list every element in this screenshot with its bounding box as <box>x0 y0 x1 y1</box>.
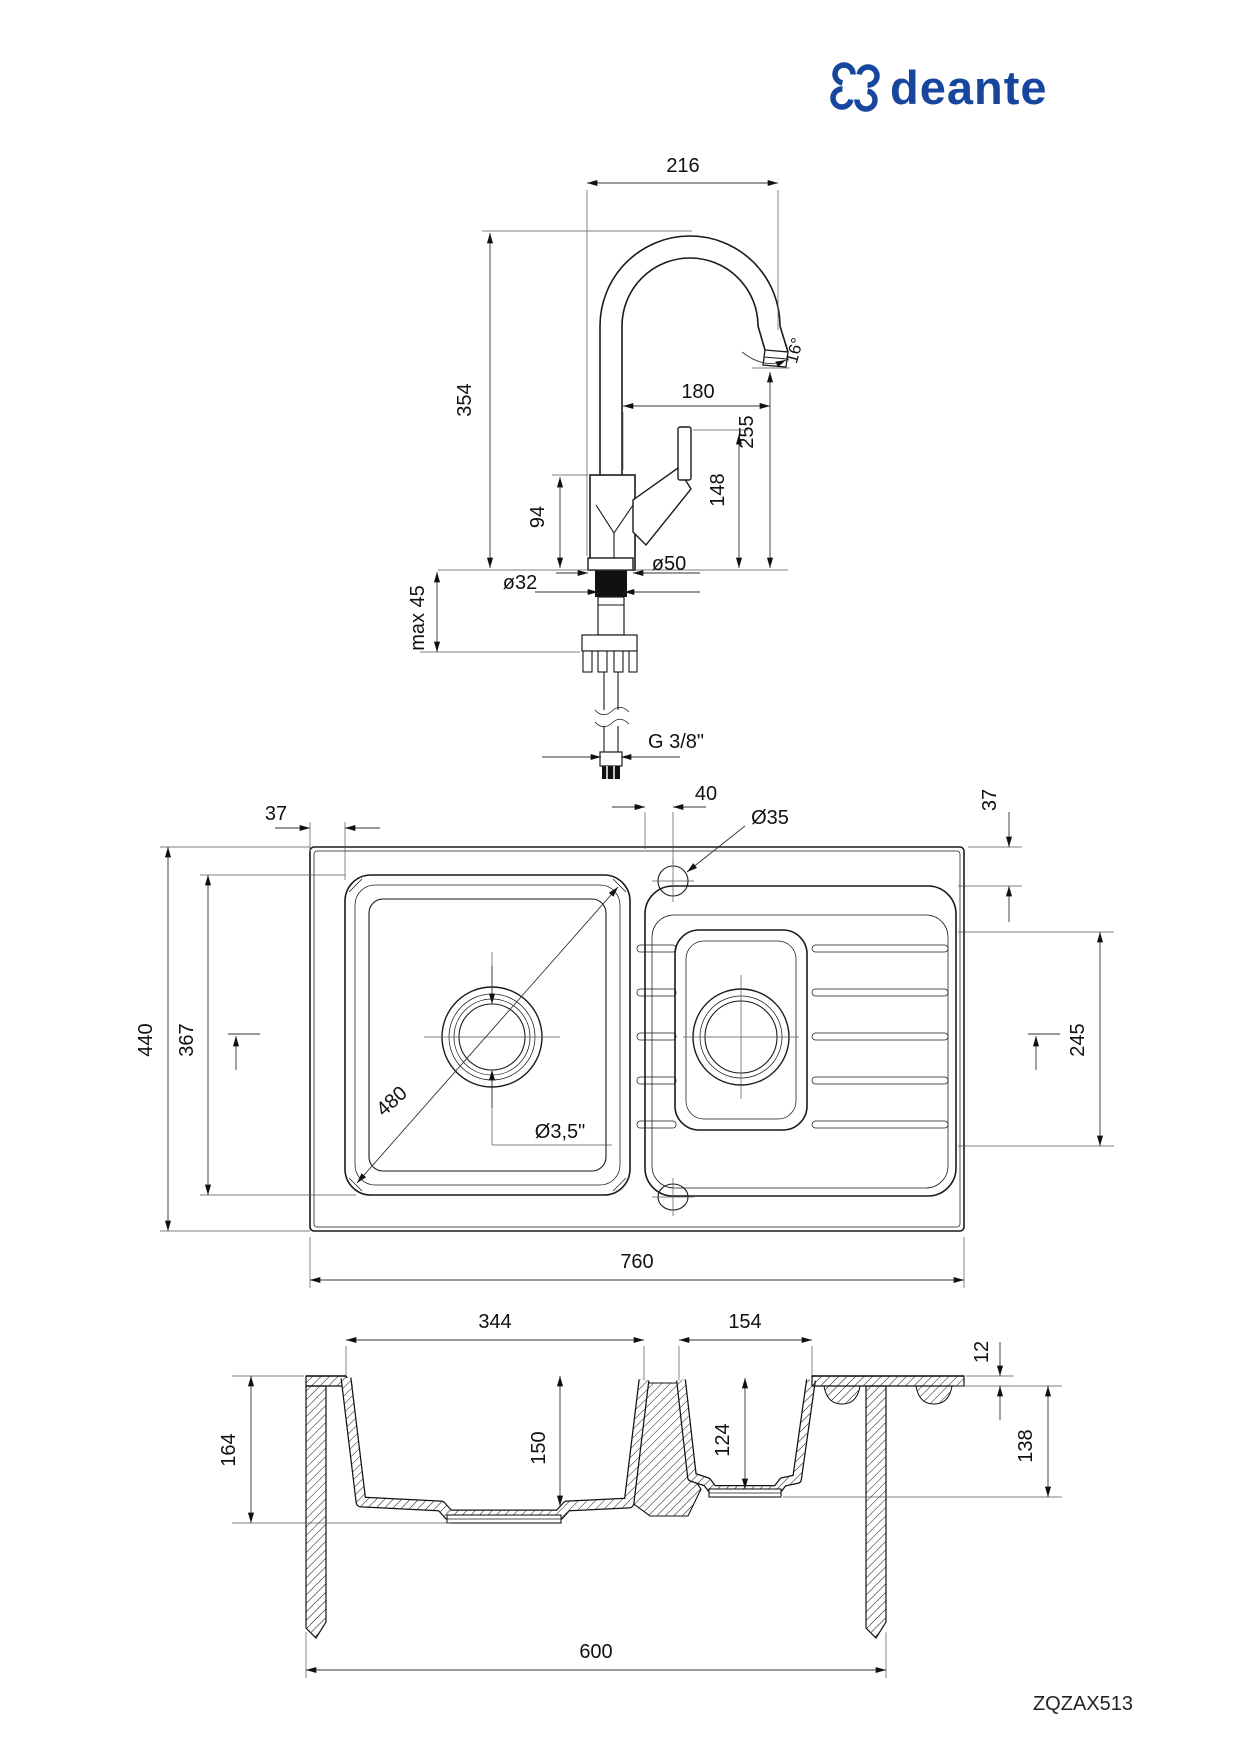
dim-bowl-diagonal: 480 <box>372 1082 412 1121</box>
dim-main-bowl-depth: 150 <box>528 1431 550 1464</box>
tap-hole-bottom <box>652 1178 694 1216</box>
small-bowl-section <box>676 1379 816 1495</box>
faucet-gasket <box>595 570 627 597</box>
center-marker-right <box>1028 1033 1060 1070</box>
spout-angle-arc <box>741 351 787 368</box>
logo-text: deante <box>890 61 1048 114</box>
dim-max-counter-thickness: max 45 <box>407 585 429 651</box>
tap-hole-top <box>652 860 694 902</box>
dim-body-height: 94 <box>527 506 549 528</box>
section-dimensions: 164 150 124 12 138 600 <box>218 1341 1062 1678</box>
dim-overall-width: 760 <box>620 1251 653 1273</box>
dim-under-rim-height: 138 <box>1015 1429 1037 1462</box>
right-wall <box>865 1385 887 1639</box>
small-bowl <box>674 929 808 1131</box>
dim-connection-thread: G 3/8" <box>648 731 704 753</box>
faucet-side-view: 216 354 180 255 148 94 ø50 ø32 m <box>407 155 807 779</box>
section-dimensions-top: 344 154 <box>345 1311 813 1380</box>
dim-cabinet-width: 600 <box>579 1641 612 1663</box>
faucet-handle <box>677 426 692 481</box>
dim-total-reach: 216 <box>666 155 699 177</box>
drainboard-section <box>811 1375 965 1387</box>
dim-base-diameter: ø50 <box>652 553 686 575</box>
drainboard <box>636 885 957 1197</box>
left-wall <box>305 1385 327 1639</box>
drip-molding-2 <box>915 1385 953 1405</box>
dim-overall-depth: 440 <box>135 1023 157 1056</box>
faucet-outline <box>438 235 789 779</box>
dim-drain-diameter: Ø3,5" <box>535 1121 585 1143</box>
deante-logo: deante <box>830 61 1048 114</box>
hose-connector <box>599 751 623 767</box>
dim-left-offset: 37 <box>265 803 287 825</box>
sink-top-view: 37 40 Ø35 37 440 367 <box>135 783 1114 1288</box>
dim-bowl-depth: 367 <box>176 1023 198 1056</box>
drainboard-ribs-right <box>811 944 949 1129</box>
logo-mark-icon <box>830 62 880 112</box>
dim-right-offset: 37 <box>979 789 1001 811</box>
dim-height: 354 <box>454 383 476 416</box>
dim-spout-reach: 180 <box>681 381 714 403</box>
sink-section-view: 344 154 <box>218 1311 1062 1678</box>
dim-small-bowl-width: 154 <box>728 1311 761 1333</box>
dim-main-bowl-width: 344 <box>478 1311 511 1333</box>
dim-small-bowl-depth: 124 <box>712 1423 734 1456</box>
section-body <box>305 1375 965 1639</box>
faucet-handle-joint <box>632 466 692 547</box>
dim-spout-angle: 16° <box>782 336 807 366</box>
top-view-dimensions: 37 40 Ø35 37 440 367 <box>135 783 1114 1288</box>
dim-hole-offset: 40 <box>695 783 717 805</box>
faucet-dimensions: 216 354 180 255 148 94 ø50 ø32 m <box>407 155 807 761</box>
mounting-nut <box>581 634 638 652</box>
dim-rim-thickness: 12 <box>971 1341 993 1363</box>
dim-total-depth: 164 <box>218 1433 240 1466</box>
faucet-body <box>589 474 636 571</box>
dim-handle-height: 148 <box>707 473 729 506</box>
hose-break-symbol <box>594 706 630 716</box>
model-number: ZQZAX513 <box>1033 1693 1133 1715</box>
drainboard-ribs-left <box>636 944 677 1129</box>
faucet-shank <box>597 596 625 636</box>
sink-outline <box>309 846 965 1232</box>
dim-drainboard-depth: 245 <box>1067 1023 1089 1056</box>
main-bowl-section <box>340 1377 650 1521</box>
dim-hole-min-diameter: ø32 <box>503 572 537 594</box>
faucet-base-flange <box>587 557 634 571</box>
center-marker-left <box>228 1033 260 1070</box>
dim-tap-hole-diameter: Ø35 <box>751 807 789 829</box>
drip-molding-1 <box>823 1385 861 1405</box>
